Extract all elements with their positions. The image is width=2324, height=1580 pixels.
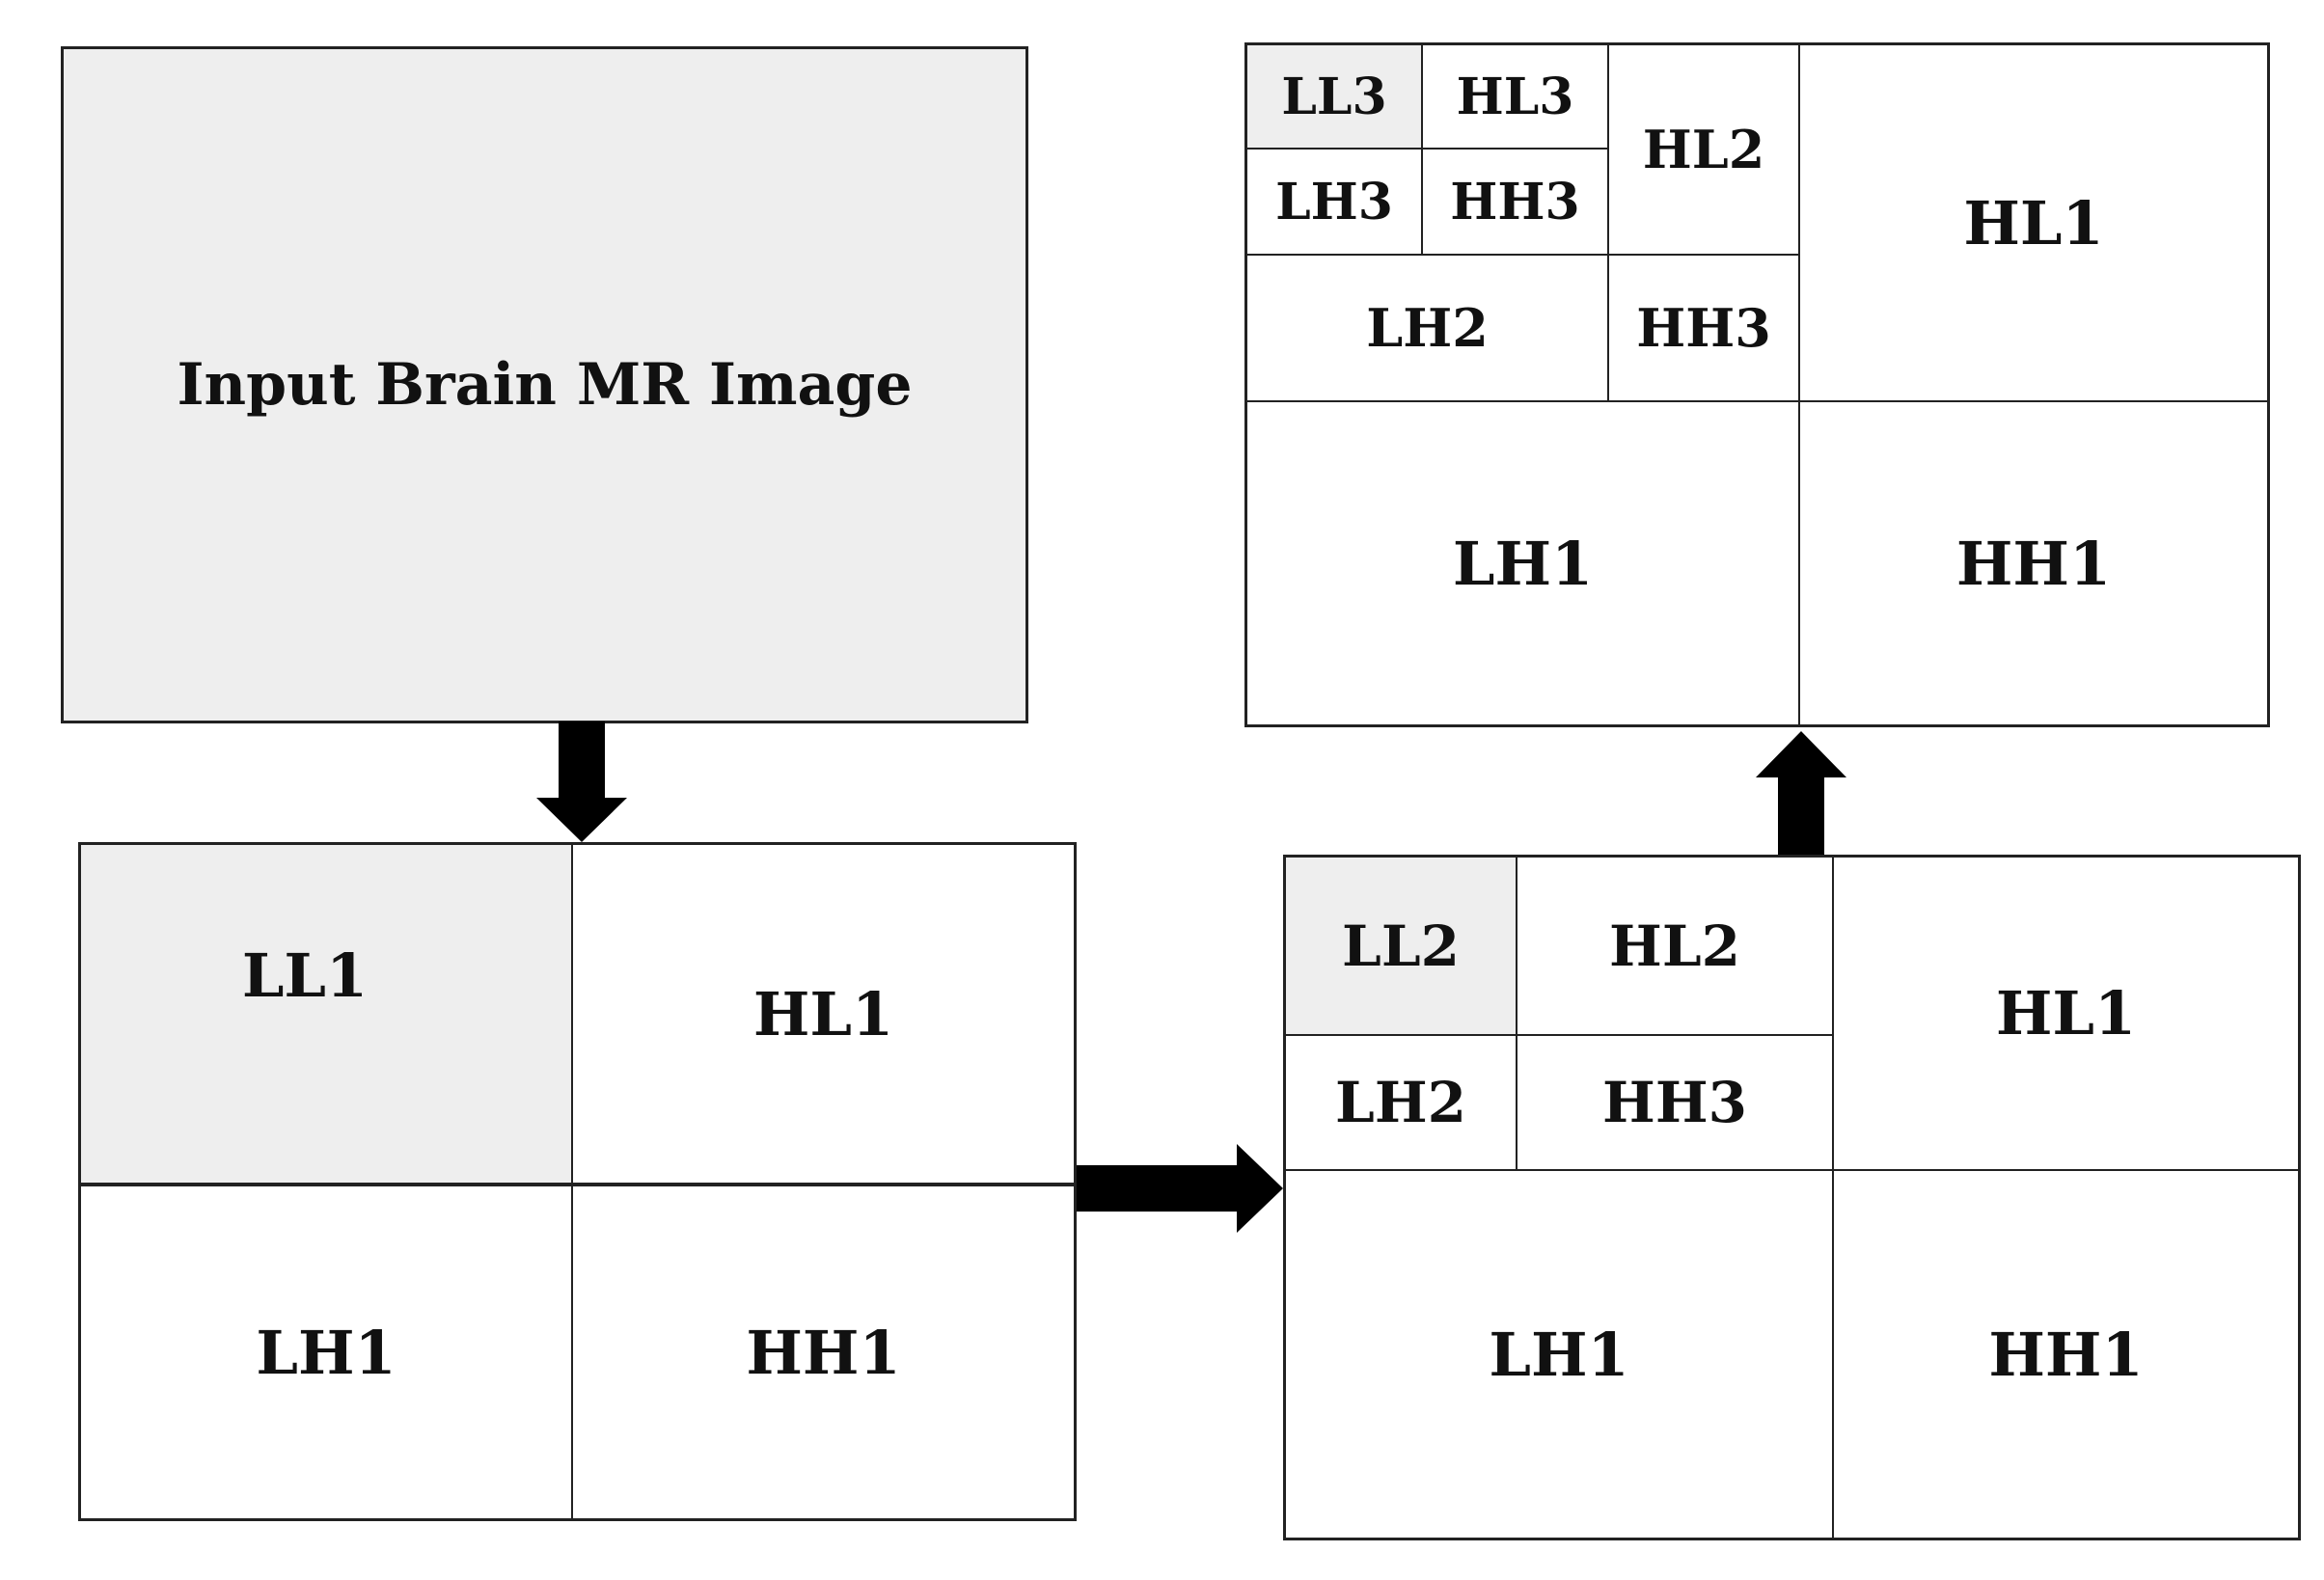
level3-hh2-label: HH3 [1636, 297, 1771, 359]
level3-ll3-label: LL3 [1281, 67, 1387, 126]
level3-hl3-label: HL3 [1456, 67, 1574, 126]
level2-lh2-cell: LH2 [1283, 1035, 1517, 1170]
level2-hh-cell: HH3 [1517, 1035, 1833, 1170]
level3-hh2-cell: HH3 [1608, 255, 1799, 401]
level2-hh1-cell: HH1 [1833, 1170, 2301, 1540]
level1-ll-cell: LL1 [78, 842, 572, 1184]
level3-hl1-label: HL1 [1963, 187, 2104, 259]
level2-hl1-cell: HL1 [1833, 855, 2301, 1170]
level2-hl2-label: HL2 [1609, 913, 1740, 979]
input-image-label: Input Brain MR Image [177, 351, 913, 419]
level1-hh-label: HH1 [746, 1317, 901, 1388]
level2-lh1-label: LH1 [1489, 1319, 1629, 1390]
level3-lh3-label: LH3 [1275, 172, 1393, 232]
input-image-box: Input Brain MR Image [61, 46, 1028, 723]
level3-lh2-label: LH2 [1366, 297, 1489, 359]
level2-lh2-label: LH2 [1335, 1070, 1466, 1135]
level3-hl3-cell: HL3 [1422, 42, 1608, 149]
right-arrow-icon [1077, 1144, 1283, 1233]
level2-hl1-label: HL1 [1995, 978, 2137, 1049]
level3-hh1-label: HH1 [1955, 528, 2112, 599]
level3-hh3-cell: HH3 [1422, 149, 1608, 255]
down-arrow-icon [536, 722, 627, 842]
level1-hh-cell: HH1 [572, 1184, 1077, 1521]
up-arrow-icon [1756, 731, 1846, 855]
level2-hl2-cell: HL2 [1517, 855, 1833, 1035]
level2-hh1-label: HH1 [1988, 1319, 2144, 1390]
level3-hl2-cell: HL2 [1608, 42, 1799, 255]
level1-ll-label: LL1 [241, 940, 369, 1011]
level2-ll-cell: LL2 [1283, 855, 1517, 1035]
level1-lh-cell: LH1 [78, 1184, 572, 1521]
level3-lh1-cell: LH1 [1244, 401, 1799, 727]
level3-lh2-cell: LH2 [1244, 255, 1608, 401]
level3-hh1-cell: HH1 [1799, 401, 2270, 727]
level1-hl-label: HL1 [752, 978, 894, 1049]
level3-hh3-label: HH3 [1450, 172, 1580, 232]
level1-hl-cell: HL1 [572, 842, 1077, 1184]
level3-hl2-label: HL2 [1642, 119, 1765, 180]
level3-ll3-cell: LL3 [1244, 42, 1422, 149]
level2-hh-label: HH3 [1602, 1070, 1747, 1135]
level3-lh3-cell: LH3 [1244, 149, 1422, 255]
level1-lh-label: LH1 [256, 1317, 396, 1388]
level2-lh1-cell: LH1 [1283, 1170, 1833, 1540]
level3-hl1-cell: HL1 [1799, 42, 2270, 401]
level3-lh1-label: LH1 [1452, 528, 1594, 599]
level2-ll-label: LL2 [1342, 913, 1460, 979]
